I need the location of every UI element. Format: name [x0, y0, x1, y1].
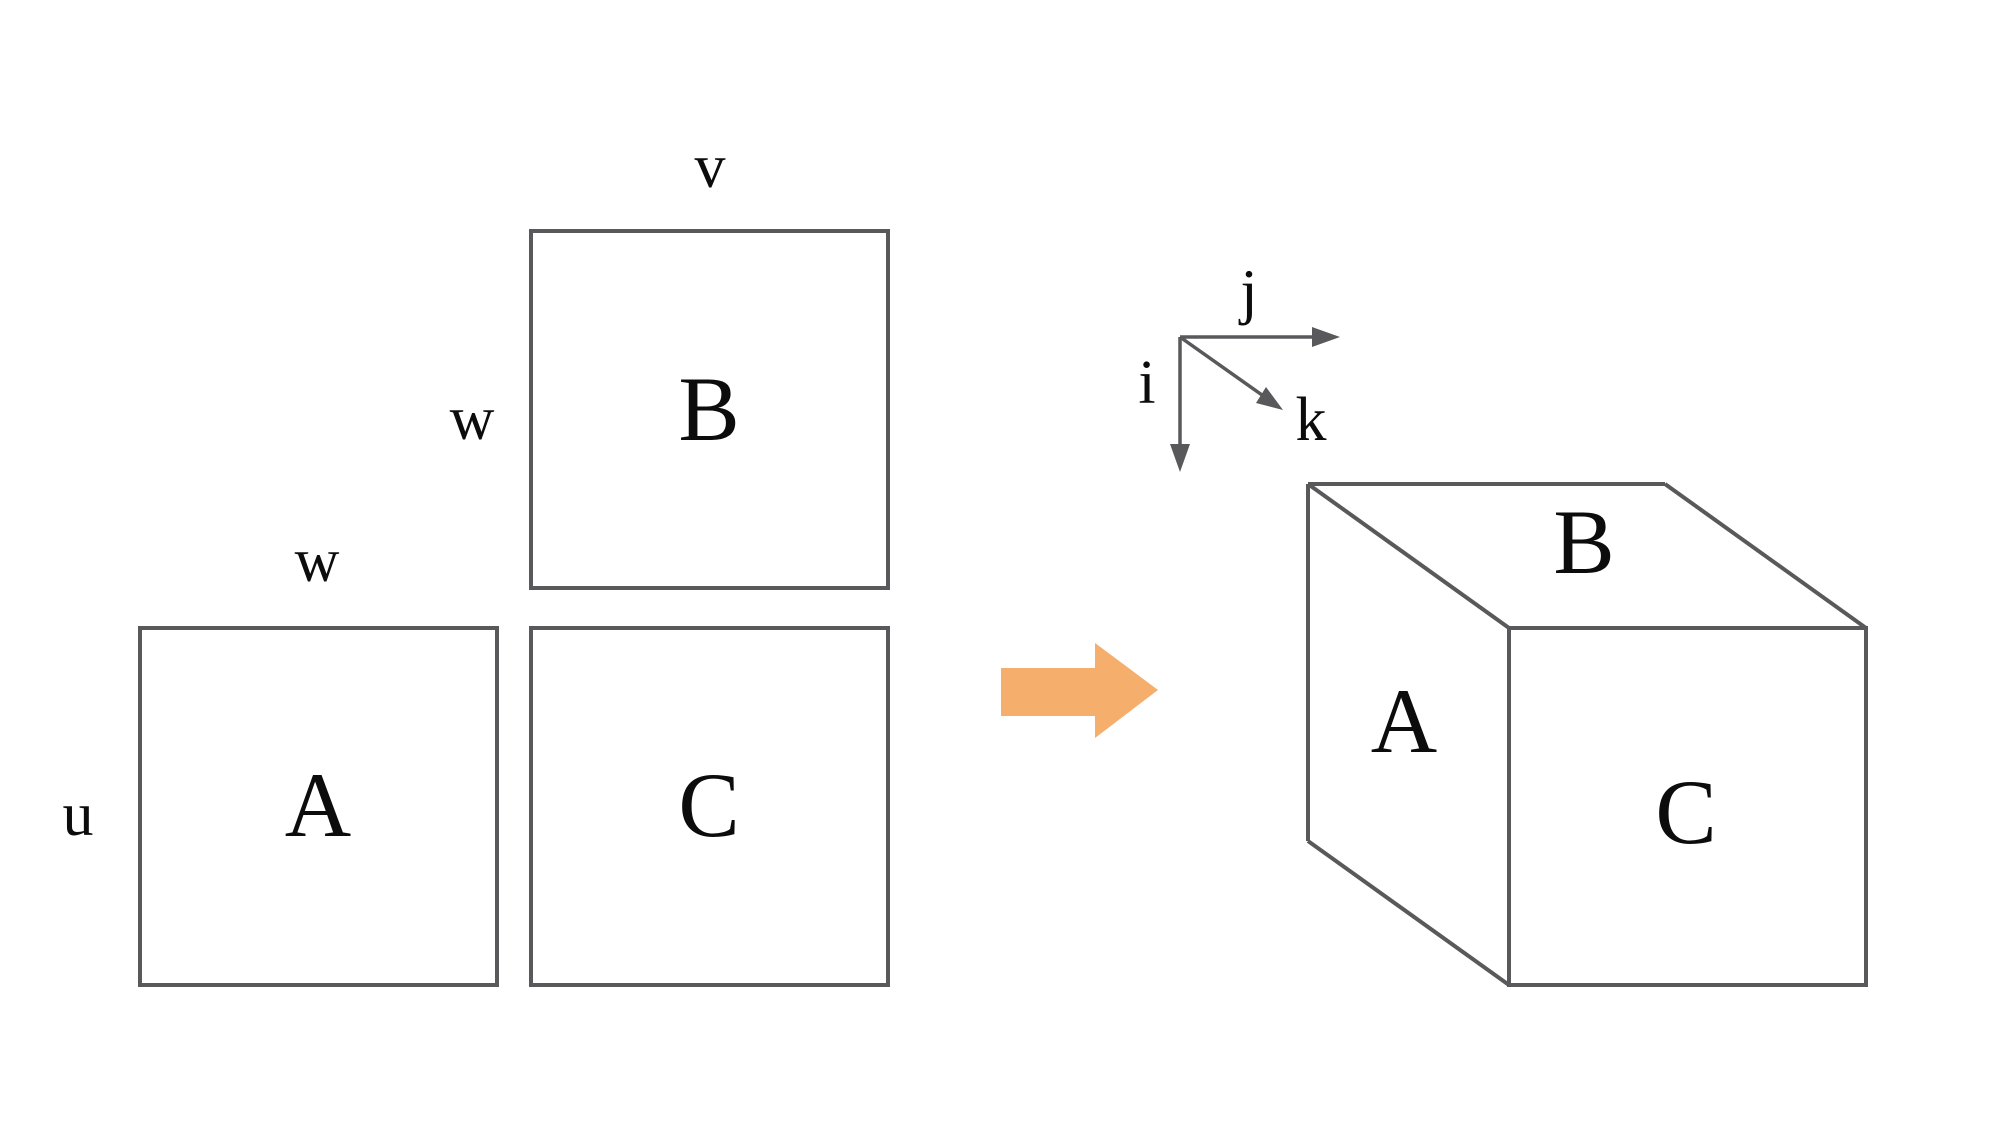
- axes-labels-group: j i k: [1138, 258, 1326, 454]
- dim-label-w-left-of-b: w: [450, 385, 495, 453]
- dim-label-w-above-a: w: [295, 527, 340, 595]
- cube-top-face-label: B: [1553, 491, 1614, 593]
- cube-group: [1306, 482, 1868, 987]
- flat-square-b: [529, 229, 890, 590]
- axes-arrowheads: [1170, 327, 1340, 472]
- axes-group: [1170, 327, 1340, 472]
- flat-square-a: [138, 626, 499, 987]
- cube-bottom-left-edge: [1306, 839, 1511, 987]
- flat-square-a-label: A: [285, 754, 351, 856]
- transform-arrow-icon: [1001, 643, 1158, 738]
- axis-j-label: j: [1238, 258, 1257, 326]
- flat-square-c-label: C: [678, 754, 739, 856]
- cube-labels-group: B A C: [1371, 491, 1717, 863]
- flat-square-b-label: B: [678, 358, 739, 460]
- axis-k-arrowhead-icon: [1256, 387, 1283, 410]
- axis-i-arrowhead-icon: [1170, 444, 1190, 472]
- flat-squares-group: [138, 229, 890, 987]
- axis-j-arrowhead-icon: [1312, 327, 1340, 347]
- axis-k-label: k: [1296, 386, 1327, 454]
- axis-i-label: i: [1138, 349, 1155, 417]
- dim-label-u: u: [63, 781, 94, 849]
- cube-left-face-label: A: [1371, 670, 1437, 772]
- cube-top-left-edge: [1306, 482, 1511, 630]
- cube-front-face: [1507, 626, 1868, 987]
- flat-square-c: [529, 626, 890, 987]
- dim-label-v: v: [695, 133, 726, 201]
- flat-labels-group: B A C v w w u: [63, 133, 740, 856]
- cube-top-right-edge: [1663, 482, 1868, 630]
- axis-k-arrow: [1178, 335, 1264, 397]
- cube-front-face-label: C: [1655, 761, 1716, 863]
